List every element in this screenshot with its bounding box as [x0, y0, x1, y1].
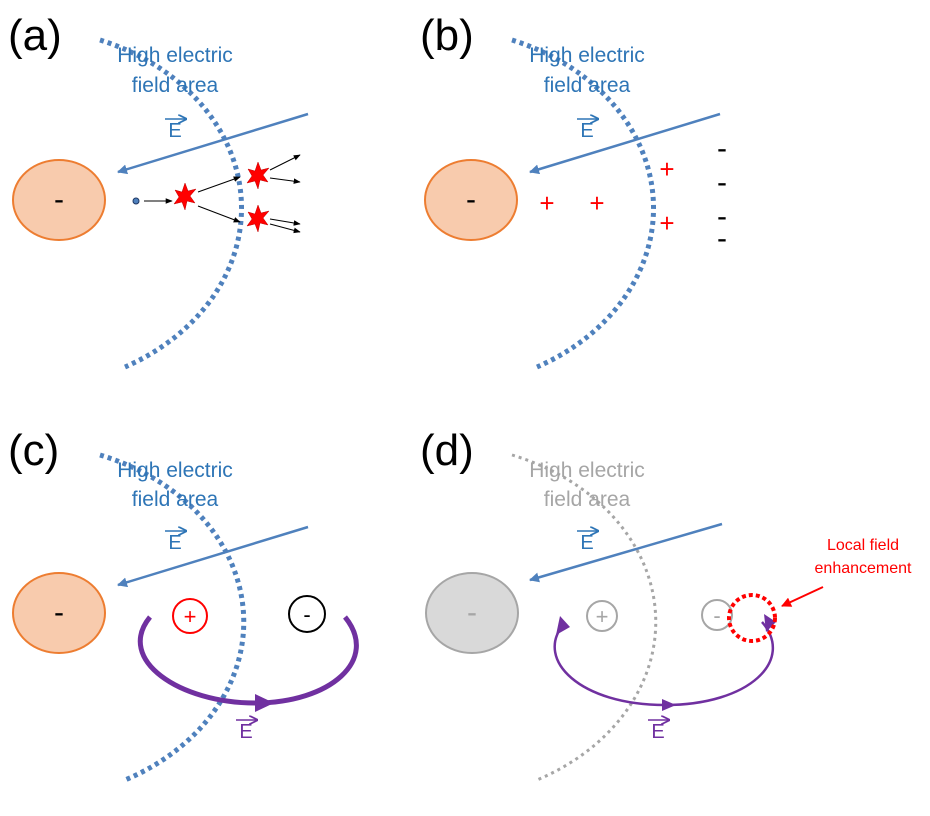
electron-path-arrow: [197, 205, 241, 223]
space-charge-field-loop: [553, 621, 774, 707]
area-label-line2: field area: [132, 74, 219, 97]
electrode: [12, 572, 106, 654]
positive-ion-cloud: [172, 598, 208, 634]
area-label-line1: High electric: [117, 459, 233, 482]
electron-path-arrow: [197, 176, 241, 193]
loop-vector-symbol: E: [651, 721, 664, 743]
panel-d-label: (d): [420, 426, 474, 475]
electrode-sign: -: [466, 183, 476, 216]
area-label-line2: field area: [544, 488, 631, 511]
field-boundary-dashed-arc: [99, 452, 247, 783]
local-field-enhancement-circle: [727, 593, 777, 643]
panel-a: (a) High electric field area E -: [8, 11, 309, 370]
electron-path-arrow: [269, 177, 301, 184]
field-direction-arrow: [117, 112, 309, 175]
field-direction-arrow: [117, 525, 309, 588]
note-line2: enhancement: [815, 560, 913, 577]
electron-path-arrow: [269, 218, 301, 226]
area-label-line1: High electric: [529, 459, 645, 482]
negative-charge-cloud: [288, 595, 326, 633]
loop-vector-symbol: E: [239, 721, 252, 743]
loop-end-arrow-icon: [556, 616, 570, 635]
panel-c-label: (c): [8, 426, 59, 475]
field-boundary-dashed-arc: [511, 37, 656, 370]
enhancement-pointer-arrow: [781, 586, 824, 607]
electron-path-arrow: [269, 223, 301, 234]
electrode: [425, 572, 519, 654]
field-direction-arrow: [529, 112, 721, 175]
loop-direction-arrow-icon: [255, 694, 274, 712]
positive-ion: +: [659, 154, 674, 184]
space-charge-field-loop: [137, 615, 359, 706]
field-vector-symbol: E: [580, 532, 593, 554]
panel-a-label: (a): [8, 11, 62, 60]
field-vector-symbol: E: [168, 532, 181, 554]
positive-ion-sign: +: [596, 604, 609, 629]
ionization-burst-icon: [173, 182, 197, 211]
area-label-line2: field area: [544, 74, 631, 97]
panel-b-label: (b): [420, 11, 474, 60]
seed-electron: [132, 197, 140, 205]
positive-ion: +: [539, 188, 554, 218]
area-label-line1: High electric: [529, 44, 645, 67]
panel-c: (c) High electric field area E - + - E: [8, 426, 359, 783]
positive-ion: +: [589, 188, 604, 218]
panel-d: (d) High electric field area E - + - Loc…: [420, 426, 913, 782]
electrode: [424, 159, 518, 241]
area-label-line1: High electric: [117, 44, 233, 67]
negative-charge-sign: -: [303, 602, 310, 627]
note-line1: Local field: [827, 537, 899, 554]
electrode: [12, 159, 106, 241]
positive-ion: +: [659, 208, 674, 238]
electrode-sign: -: [54, 596, 64, 629]
ionization-burst-icon: [246, 161, 270, 190]
electron: -: [717, 132, 727, 165]
field-boundary-dashed-arc: [99, 37, 244, 370]
panel-b: (b) High electric field area E - + + + +…: [420, 11, 727, 370]
electrode-sign: -: [54, 183, 64, 216]
positive-ion-cloud: [586, 600, 618, 632]
electrode-sign: -: [467, 596, 477, 629]
ionization-burst-icon: [246, 204, 270, 233]
loop-direction-arrow-icon: [662, 699, 676, 711]
field-boundary-dashed-arc: [511, 453, 658, 782]
electron: -: [717, 222, 727, 255]
electron-path-arrow: [269, 154, 301, 171]
field-direction-arrow: [529, 522, 723, 583]
loop-end-arrow-icon: [764, 614, 776, 632]
negative-charge-sign: -: [713, 603, 720, 628]
electron: -: [717, 166, 727, 199]
positive-ion-sign: +: [184, 604, 197, 629]
negative-charge-cloud: [701, 599, 733, 631]
field-vector-symbol: E: [580, 120, 593, 142]
electron: -: [717, 200, 727, 233]
field-vector-symbol: E: [168, 120, 181, 142]
area-label-line2: field area: [132, 488, 219, 511]
